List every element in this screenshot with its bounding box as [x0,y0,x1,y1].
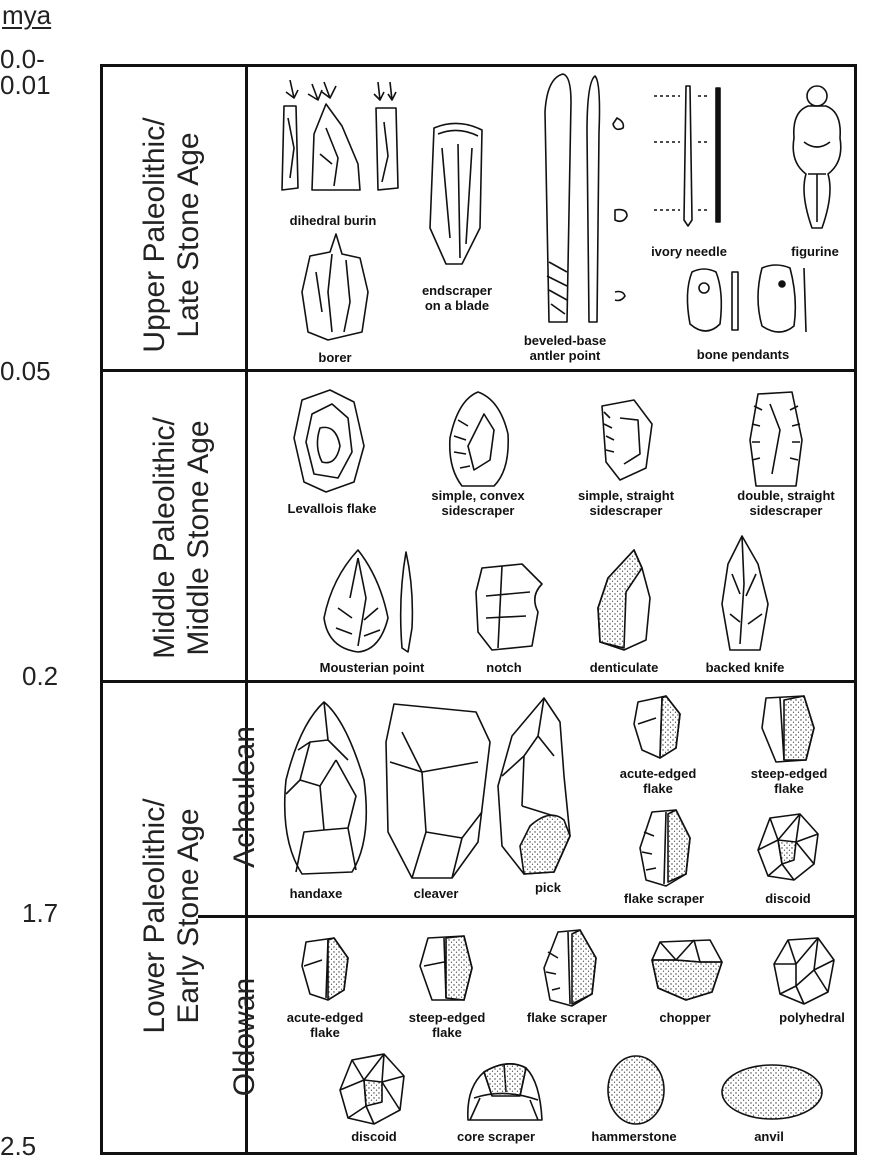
caption-notch: notch [486,660,521,675]
bone-pendants-icon [680,262,820,340]
caption-borer: borer [318,350,351,365]
borer-icon [298,232,372,344]
handaxe-icon [276,700,376,880]
period-label-lower: Lower Paleolithic/ Early Stone Age [138,736,206,1096]
caption-acheulean-acute: acute-edged flake [620,766,697,796]
oldowan-discoid-icon [338,1052,408,1126]
tick-label-1: 0.05 [0,358,51,384]
cleaver-icon [382,702,492,880]
oldowan-steep-flake-icon [418,934,474,1002]
caption-handaxe: handaxe [290,886,343,901]
caption-core-scraper: core scraper [457,1129,535,1144]
tick-label-0: 0.0- 0.01 [0,46,51,98]
oldowan-flake-scraper-icon [540,928,600,1008]
straight-sidescraper-icon [594,398,658,484]
convex-sidescraper-icon [444,390,514,490]
caption-oldowan-flake-scraper: flake scraper [527,1010,607,1025]
caption-pick: pick [535,880,561,895]
caption-ivory-needle: ivory needle [651,244,727,259]
ivory-needle-icon [650,82,740,232]
caption-straight-sidescraper: simple, straight sidescraper [578,488,674,518]
tick-label-2: 0.2 [22,663,58,689]
acheulean-steep-flake-icon [760,694,816,764]
caption-bone-pendants: bone pendants [697,347,789,362]
chopper-icon [650,938,724,1002]
period-label-middle: Middle Paleolithic/ Middle Stone Age [148,378,216,698]
caption-levallois: Levallois flake [288,501,377,516]
dihedral-burin-icon [272,78,412,203]
caption-mousterian: Mousterian point [320,660,425,675]
caption-hammerstone: hammerstone [591,1129,676,1144]
caption-cleaver: cleaver [414,886,459,901]
axis-unit-label: mya [2,0,51,31]
figurine-icon [784,82,850,232]
tick-label-4: 2.5 [0,1133,36,1159]
caption-denticulate: denticulate [590,660,659,675]
divider-label-upper [245,64,248,680]
core-scraper-icon [464,1058,544,1122]
mousterian-point-icon [318,548,422,656]
caption-chopper: chopper [659,1010,710,1025]
caption-antler-point: beveled-base antler point [524,333,606,363]
caption-endscraper: endscraper on a blade [422,283,492,313]
caption-oldowan-acute: acute-edged flake [287,1010,364,1040]
acheulean-flake-scraper-icon [636,808,692,888]
acheulean-acute-flake-icon [632,694,684,760]
acheulean-discoid-icon [756,812,820,882]
anvil-icon [720,1062,824,1122]
notch-icon [472,562,548,652]
caption-double-sidescraper: double, straight sidescraper [737,488,835,518]
industry-label-acheulean: Acheulean [228,697,262,897]
divider-acheulean-oldowan [198,915,857,918]
caption-convex-sidescraper: simple, convex sidescraper [431,488,524,518]
double-sidescraper-icon [744,390,808,490]
caption-anvil: anvil [754,1129,784,1144]
caption-figurine: figurine [791,244,839,259]
oldowan-acute-flake-icon [298,936,354,1002]
caption-backed-knife: backed knife [706,660,785,675]
industry-label-oldowan: Oldowan [228,937,262,1137]
divider-upper-middle [100,369,857,372]
backed-knife-icon [718,534,772,654]
caption-acheulean-flake-scraper: flake scraper [624,891,704,906]
caption-acheulean-steep: steep-edged flake [751,766,828,796]
hammerstone-icon [606,1054,666,1126]
caption-oldowan-discoid: discoid [351,1129,397,1144]
denticulate-icon [594,548,654,652]
levallois-flake-icon [290,386,370,496]
caption-acheulean-discoid: discoid [765,891,811,906]
period-label-upper: Upper Paleolithic/ Late Stone Age [138,85,206,385]
caption-oldowan-steep: steep-edged flake [409,1010,486,1040]
caption-polyhedral: polyhedral [779,1010,845,1025]
caption-dihedral-burin: dihedral burin [290,213,377,228]
pick-icon [494,696,574,876]
tick-label-3: 1.7 [22,900,58,926]
endscraper-icon [422,118,494,268]
antler-point-icon [535,72,635,332]
polyhedral-icon [772,936,836,1006]
